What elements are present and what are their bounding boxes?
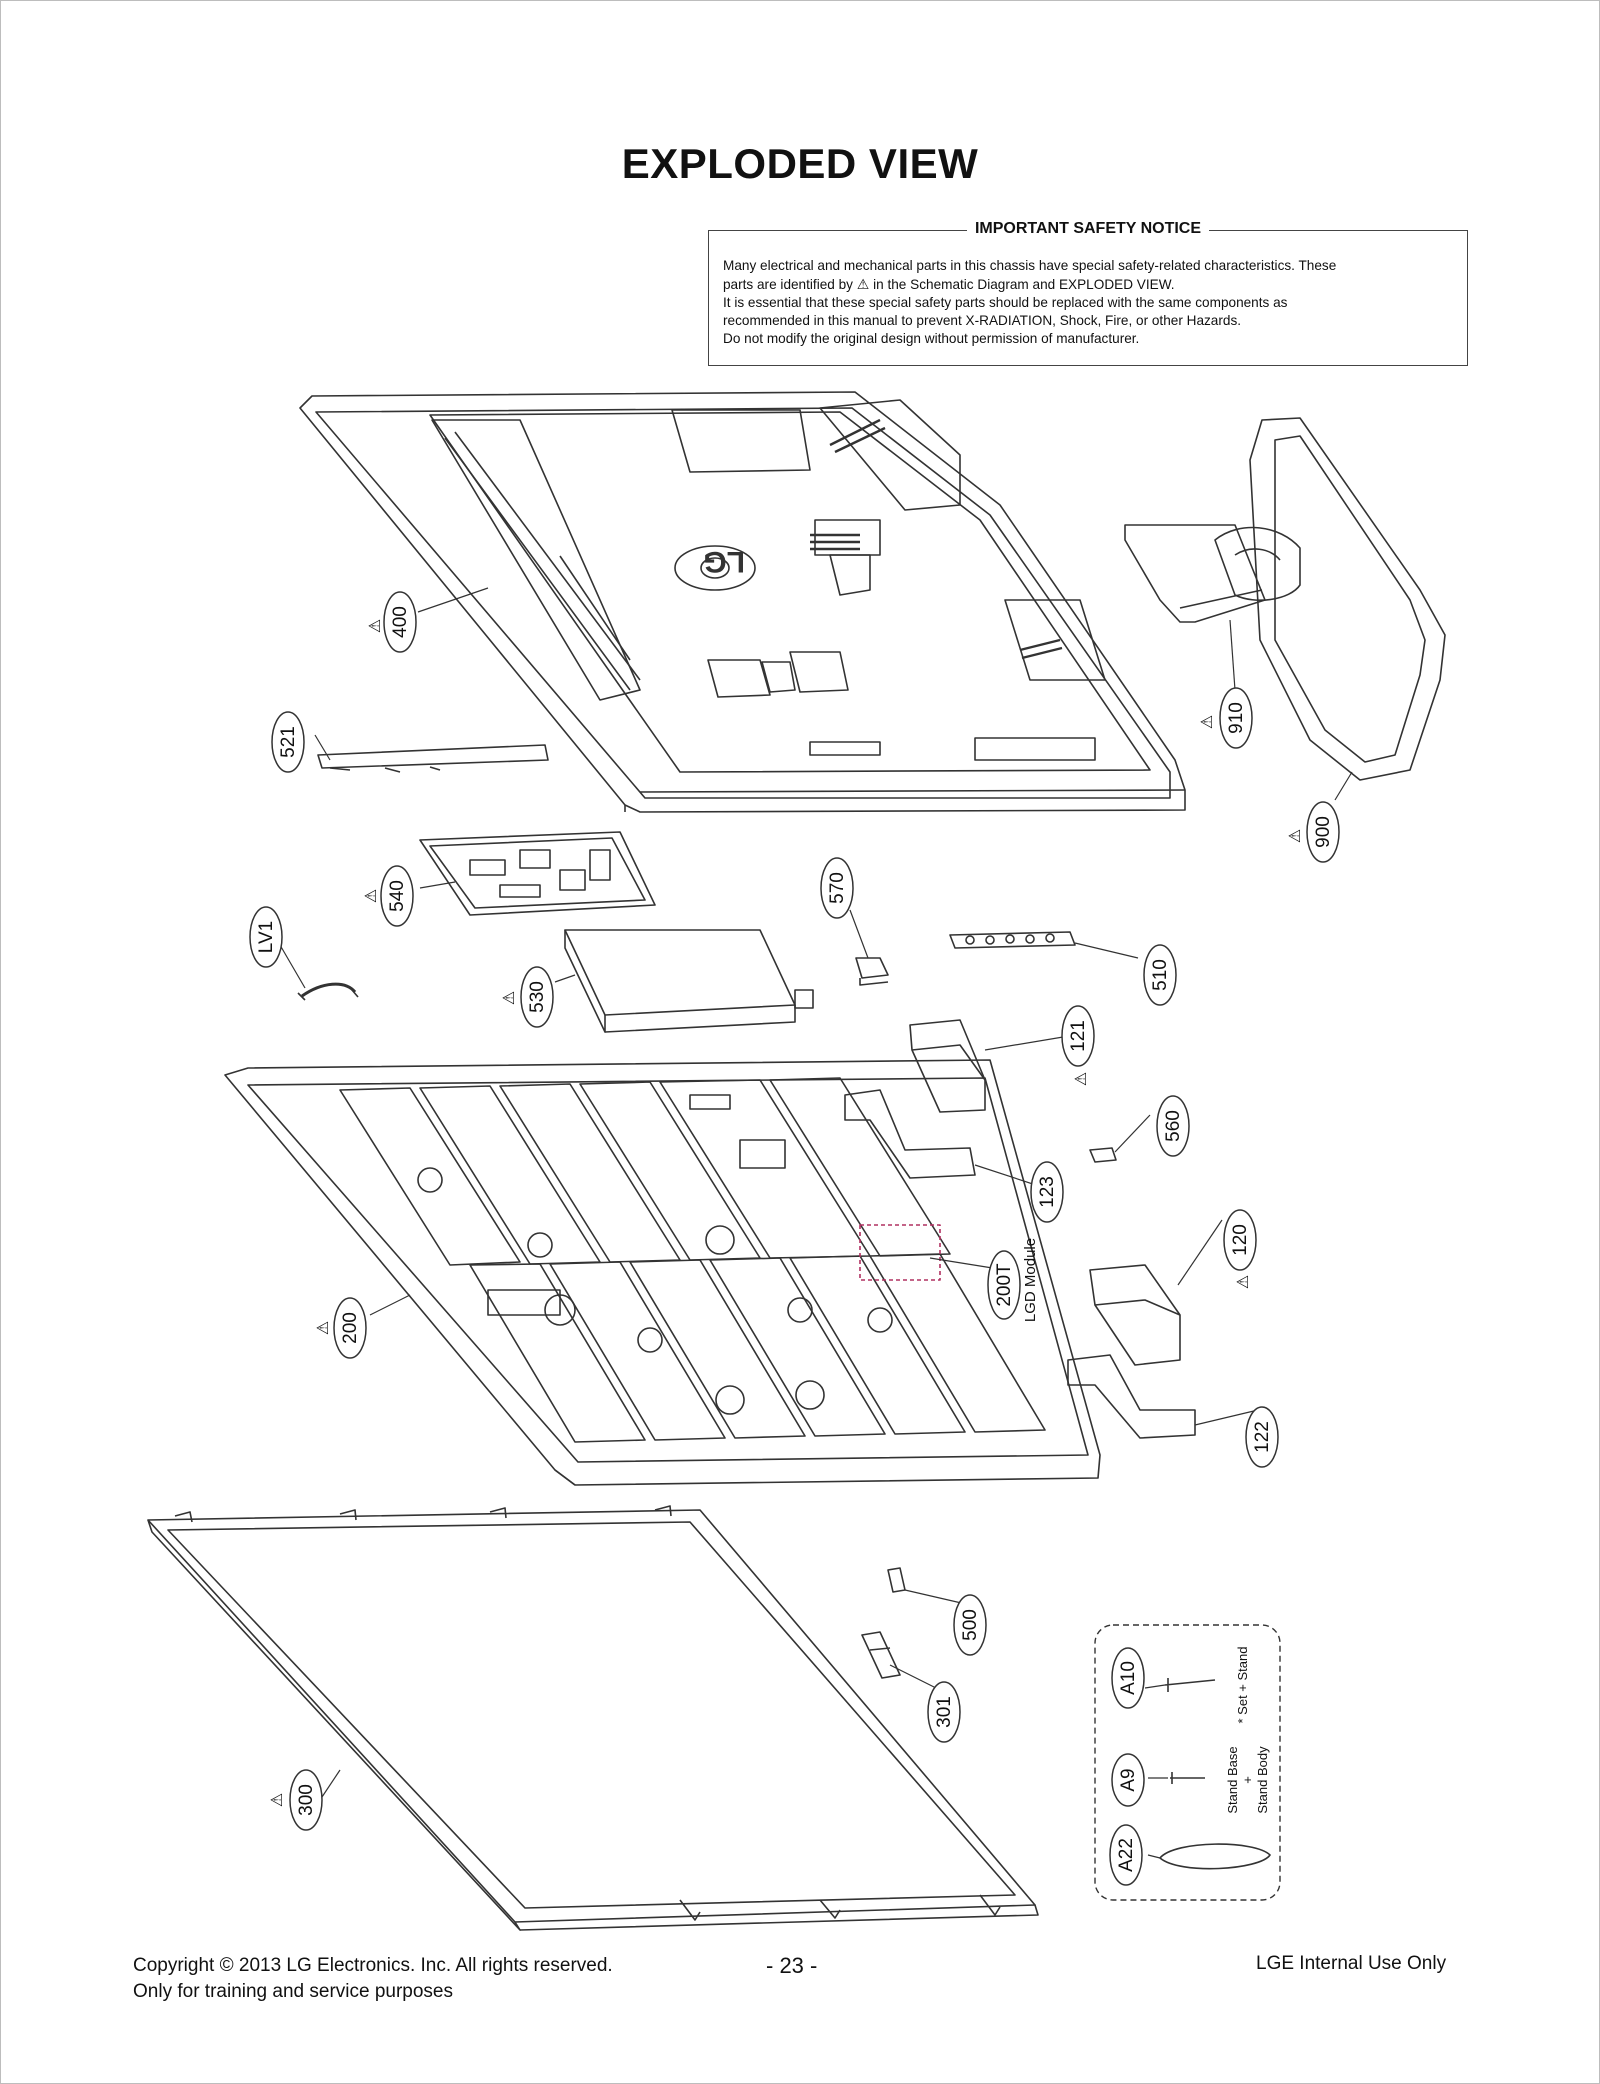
label-ellipse-910 [1219,687,1253,749]
stand-base-part [1249,417,1446,781]
lgd-module-label: LGD Module [1022,1238,1039,1322]
ir-board-part [855,957,889,986]
part-label-200t: 200T [994,1263,1015,1307]
main-board-part [419,831,656,916]
key-button-part [949,931,1076,949]
notice-line-2: parts are identified by ⚠ in the Schemat… [723,275,1453,294]
label-ellipse-lv1 [249,906,283,968]
footer-purpose: Only for training and service purposes [133,1981,453,2002]
safety-notice-title-wrap: IMPORTANT SAFETY NOTICE [709,220,1467,238]
power-supply-part [564,929,814,1033]
part-label-900: 900 [1313,816,1334,848]
part-label-560: 560 [1163,1110,1184,1142]
warning-icon-530: ⚠ [501,991,518,1005]
set-stand-note: * Set + Stand [1235,1647,1250,1724]
label-ellipse-122 [1245,1406,1279,1468]
label-ellipse-200 [333,1297,367,1359]
label-ellipse-300 [289,1769,323,1831]
warning-icon-900: ⚠ [1287,829,1304,843]
part-label-510: 510 [1150,959,1171,991]
part-label-300: 300 [296,1784,317,1816]
part-label-a10: A10 [1118,1661,1139,1695]
bracket-part [861,1567,906,1679]
warning-icon-120: ⚠ [1235,1275,1252,1289]
warning-icon-300: ⚠ [269,1793,286,1807]
label-ellipse-123 [1030,1161,1064,1223]
safety-notice-title: IMPORTANT SAFETY NOTICE [966,220,1210,237]
part-label-570: 570 [827,872,848,904]
safety-notice-box: IMPORTANT SAFETY NOTICE Many electrical … [708,220,1468,366]
label-ellipse-a10 [1111,1647,1145,1709]
stand-body-part [1124,524,1301,623]
part-label-a22: A22 [1116,1838,1137,1872]
part-label-301: 301 [934,1696,955,1728]
label-ellipse-200t [987,1250,1021,1320]
footer-internal-use: LGE Internal Use Only [1256,1953,1447,1974]
small-board-part [1089,1147,1117,1163]
part-label-500: 500 [960,1609,981,1641]
speaker-right-part [844,1019,986,1179]
part-label-530: 530 [527,981,548,1013]
notice-line-2-post: in the Schematic Diagram and EXPLODED VI… [873,277,1175,292]
page-number: - 23 - [766,1953,818,1978]
safety-notice-body: Many electrical and mechanical parts in … [723,257,1453,348]
warning-icon-121: ⚠ [1073,1072,1090,1086]
part-label-122: 122 [1252,1421,1273,1453]
label-ellipse-530 [520,966,554,1028]
notice-line-5: Do not modify the original design withou… [723,331,1140,346]
part-label-123: 123 [1037,1176,1058,1208]
footer-copyright-block: Copyright © 2013 LG Electronics. Inc. Al… [133,1953,613,2005]
label-ellipse-301 [927,1681,961,1743]
label-ellipse-560 [1156,1095,1190,1157]
stand-plus-note: + [1240,1776,1255,1784]
notice-line-4: recommended in this manual to prevent X-… [723,313,1242,328]
part-label-521: 521 [278,726,299,758]
lvds-cable-part [297,982,359,1001]
warning-triangle-icon: ⚠ [856,276,870,292]
label-ellipse-521 [271,711,305,773]
stand-base-note: Stand Base [1225,1746,1240,1813]
speaker-left-part [1067,1264,1196,1439]
warning-icon-400: ⚠ [367,619,384,633]
part-label-120: 120 [1230,1224,1251,1256]
label-ellipse-121 [1061,1005,1095,1067]
part-label-910: 910 [1226,702,1247,734]
page-title: EXPLODED VIEW [621,140,979,187]
label-ellipse-400 [383,591,417,653]
accessories-box [1094,1624,1281,1901]
part-label-121: 121 [1068,1020,1089,1052]
label-ellipse-a9 [1111,1753,1145,1807]
footer-copyright: Copyright © 2013 LG Electronics. Inc. Al… [133,1955,613,1976]
lcd-module-part [224,1059,1101,1486]
part-label-540: 540 [387,880,408,912]
part-label-lv1: LV1 [256,921,277,953]
notice-line-1: Many electrical and mechanical parts in … [723,258,1337,273]
warning-icon-200: ⚠ [315,1321,332,1335]
notice-line-2-pre: parts are identified by [723,277,853,292]
label-ellipse-a22 [1109,1824,1143,1886]
part-label-200: 200 [340,1312,361,1344]
stand-body-note: Stand Body [1255,1746,1270,1814]
label-ellipse-570 [820,857,854,919]
warning-icon-540: ⚠ [363,889,380,903]
label-ellipse-900 [1306,801,1340,863]
rear-cover-part [299,391,1186,813]
label-ellipse-120 [1223,1209,1257,1271]
notice-line-3: It is essential that these special safet… [723,295,1288,310]
label-ellipse-510 [1143,944,1177,1006]
label-ellipse-500 [953,1594,987,1656]
part-label-a9: A9 [1118,1768,1139,1791]
lg-logo-text: LG [703,545,745,578]
stand-cover-part [317,744,549,773]
label-ellipse-540 [380,865,414,927]
part-label-400: 400 [390,606,411,638]
warning-icon-910: ⚠ [1199,715,1216,729]
front-cabinet-part [147,1505,1039,1931]
